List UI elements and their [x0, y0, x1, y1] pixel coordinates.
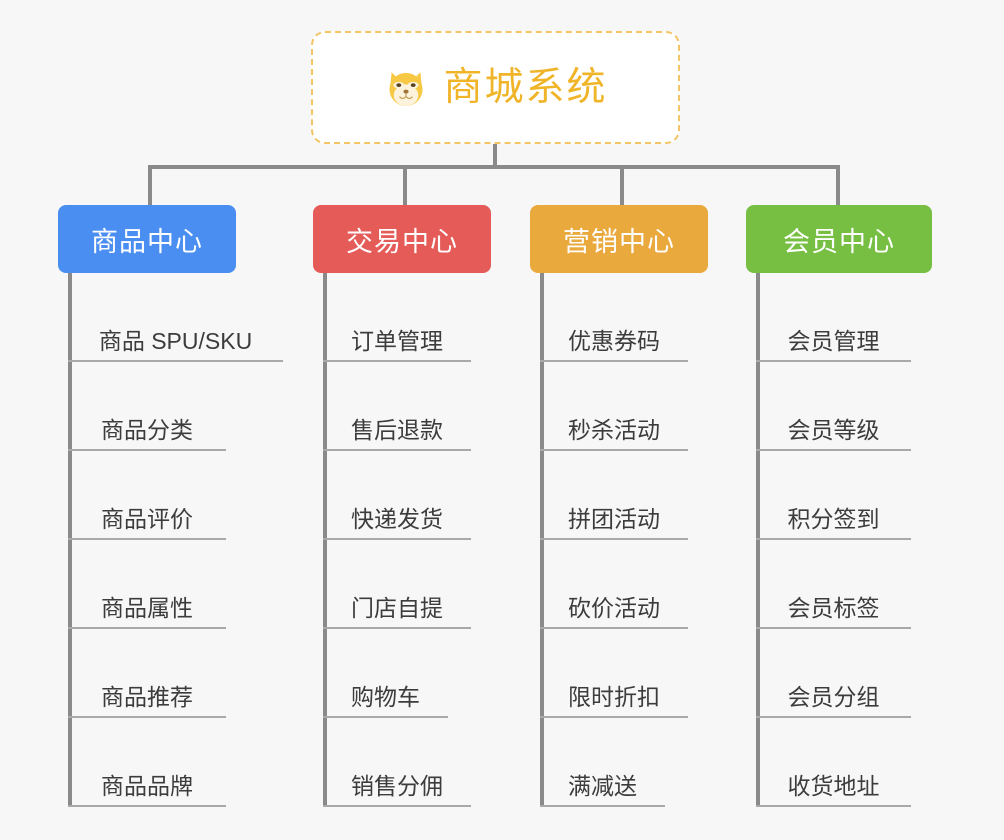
leaf-list: 优惠券码 秒杀活动 拼团活动 砍价活动 限时折扣 满减送	[530, 273, 690, 807]
leaf-label: 秒杀活动	[568, 416, 660, 443]
list-item[interactable]: 商品品牌	[68, 718, 226, 807]
list-item[interactable]: 销售分佣	[323, 718, 471, 807]
leaf-label: 限时折扣	[568, 683, 660, 710]
list-item[interactable]: 会员管理	[756, 273, 911, 362]
category-header-marketing-center[interactable]: 营销中心	[530, 205, 708, 273]
leaf-label: 商品评价	[101, 505, 193, 532]
connector-drop-2	[403, 165, 407, 207]
list-item[interactable]: 积分签到	[756, 451, 911, 540]
list-item[interactable]: 订单管理	[323, 273, 471, 362]
leaf-label: 优惠券码	[568, 327, 660, 354]
list-item[interactable]: 拼团活动	[540, 451, 688, 540]
list-item[interactable]: 商品分类	[68, 362, 226, 451]
category-label: 会员中心	[783, 226, 895, 257]
leaf-label: 商品 SPU/SKU	[98, 327, 253, 354]
list-item[interactable]: 会员标签	[756, 540, 911, 629]
leaf-label: 满减送	[568, 772, 637, 799]
leaf-label: 积分签到	[787, 505, 880, 532]
list-item[interactable]: 商品推荐	[68, 629, 226, 718]
list-item[interactable]: 满减送	[540, 718, 665, 807]
list-item[interactable]: 商品 SPU/SKU	[68, 273, 283, 362]
category-header-product-center[interactable]: 商品中心	[58, 205, 236, 273]
connector-drop-1	[148, 165, 152, 207]
list-item[interactable]: 收货地址	[756, 718, 911, 807]
category-label: 商品中心	[91, 226, 203, 257]
leaf-label: 门店自提	[351, 594, 443, 621]
leaf-list: 订单管理 售后退款 快递发货 门店自提 购物车 销售分佣	[313, 273, 473, 807]
leaf-label: 商品属性	[101, 594, 193, 621]
connector-drop-4	[836, 165, 840, 207]
list-item[interactable]: 门店自提	[323, 540, 471, 629]
list-item[interactable]: 会员等级	[756, 362, 911, 451]
leaf-label: 收货地址	[787, 772, 880, 799]
leaf-label: 售后退款	[351, 416, 443, 443]
list-item[interactable]: 砍价活动	[540, 540, 688, 629]
leaf-label: 会员分组	[787, 683, 880, 710]
list-item[interactable]: 商品属性	[68, 540, 226, 629]
leaf-label: 拼团活动	[568, 505, 660, 532]
connector-trunk	[148, 165, 840, 169]
root-node[interactable]: 商城系统	[311, 31, 680, 144]
column-spine	[540, 273, 544, 807]
list-item[interactable]: 优惠券码	[540, 273, 688, 362]
leaf-label: 商品推荐	[101, 683, 193, 710]
category-label: 营销中心	[563, 226, 675, 257]
leaf-list: 商品 SPU/SKU 商品分类 商品评价 商品属性 商品推荐 商品品牌	[58, 273, 283, 807]
connector-drop-3	[620, 165, 624, 207]
leaf-label: 砍价活动	[568, 594, 660, 621]
connector-root-stem	[493, 144, 497, 167]
category-header-trade-center[interactable]: 交易中心	[313, 205, 491, 273]
leaf-label: 商品品牌	[101, 772, 193, 799]
list-item[interactable]: 限时折扣	[540, 629, 688, 718]
list-item[interactable]: 售后退款	[323, 362, 471, 451]
list-item[interactable]: 购物车	[323, 629, 448, 718]
leaf-label: 会员等级	[787, 416, 880, 443]
list-item[interactable]: 快递发货	[323, 451, 471, 540]
leaf-label: 快递发货	[351, 505, 443, 532]
column-spine	[323, 273, 327, 807]
root-title: 商城系统	[443, 66, 608, 109]
column-spine	[756, 273, 760, 807]
list-item[interactable]: 会员分组	[756, 629, 911, 718]
leaf-label: 销售分佣	[351, 772, 443, 799]
leaf-label: 会员标签	[787, 594, 880, 621]
leaf-label: 会员管理	[787, 327, 880, 354]
category-label: 交易中心	[346, 226, 458, 257]
leaf-label: 购物车	[351, 683, 420, 710]
leaf-label: 订单管理	[351, 327, 443, 354]
leaf-label: 商品分类	[101, 416, 193, 443]
category-header-member-center[interactable]: 会员中心	[746, 205, 932, 273]
list-item[interactable]: 秒杀活动	[540, 362, 688, 451]
leaf-list: 会员管理 会员等级 积分签到 会员标签 会员分组 收货地址	[746, 273, 911, 807]
shiba-dog-face-icon	[383, 65, 429, 111]
column-spine	[68, 273, 72, 807]
list-item[interactable]: 商品评价	[68, 451, 226, 540]
